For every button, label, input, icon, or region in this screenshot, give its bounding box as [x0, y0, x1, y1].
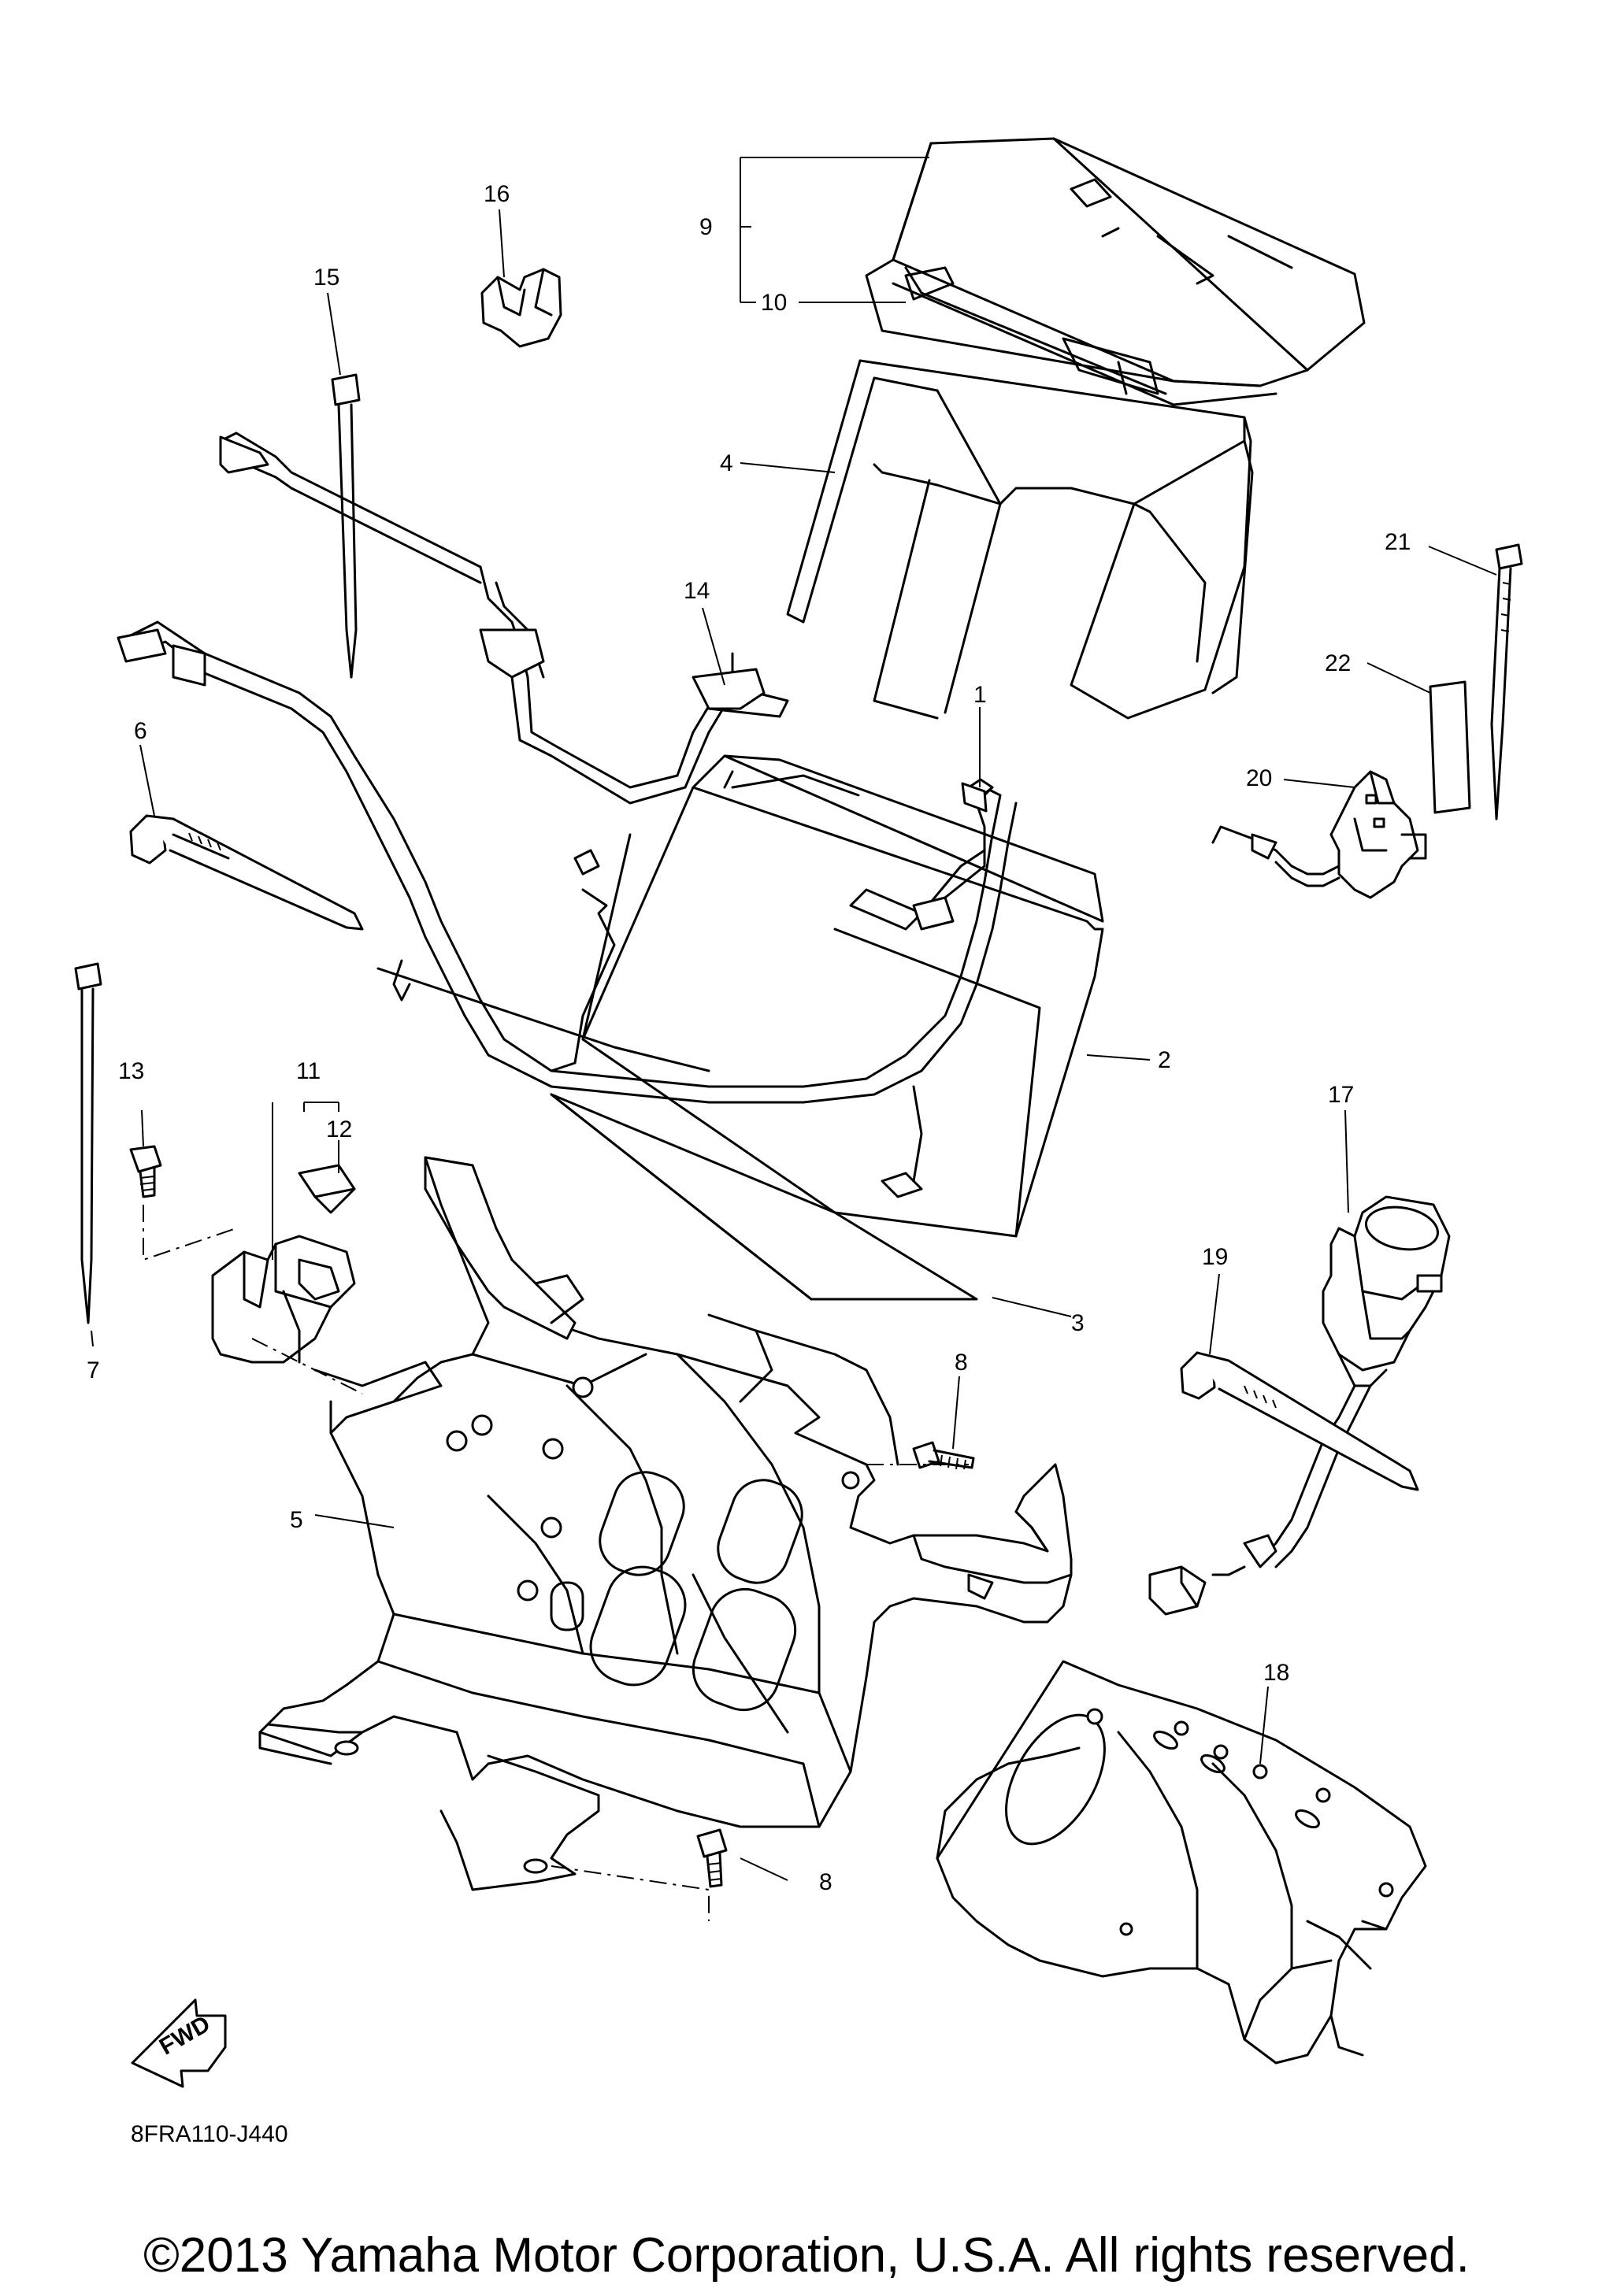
battery-cable-lower — [117, 620, 1018, 1104]
cable-tie-21 — [1490, 543, 1523, 820]
cable-tie-19 — [1180, 1351, 1419, 1491]
battery-box-arm — [424, 1156, 584, 1340]
callout-20: 20 — [1246, 765, 1272, 791]
bolt-13 — [129, 1145, 162, 1198]
clamp — [480, 268, 562, 348]
callout-9: 9 — [699, 214, 713, 240]
callout-17: 17 — [1328, 1082, 1354, 1108]
callout-2: 2 — [1158, 1047, 1171, 1073]
callout-5: 5 — [290, 1507, 303, 1533]
diagram-code: 8FRA110-J440 — [131, 2121, 288, 2147]
callout-numbers: 1 2 3 4 5 6 7 8 8 9 10 11 12 13 14 15 16… — [87, 181, 1411, 1895]
callout-16: 16 — [484, 181, 510, 207]
callout-22: 22 — [1325, 650, 1351, 676]
callout-8-upper: 8 — [955, 1350, 968, 1376]
callout-12: 12 — [326, 1117, 352, 1142]
bolt-8-lower — [696, 1828, 728, 1888]
battery-bolt — [961, 782, 988, 813]
protective-cover — [936, 1660, 1427, 2065]
callout-18: 18 — [1263, 1660, 1289, 1686]
cable-tie-6 — [129, 814, 364, 931]
cable-tie-7 — [74, 962, 102, 1324]
callout-21: 21 — [1385, 529, 1411, 555]
callout-3: 3 — [1071, 1310, 1085, 1336]
copyright-notice: ©2013 Yamaha Motor Corporation, U.S.A. A… — [143, 2228, 1470, 2283]
callout-8-lower: 8 — [819, 1869, 832, 1895]
callout-13: 13 — [118, 1058, 144, 1084]
callout-4: 4 — [720, 450, 733, 476]
battery-pad — [550, 1093, 978, 1301]
callout-6: 6 — [134, 718, 147, 744]
callout-1: 1 — [973, 682, 987, 708]
assembly-lines — [143, 1205, 969, 1921]
pad-22 — [1429, 680, 1471, 814]
battery-box-right-arm — [912, 1463, 1073, 1600]
callout-7: 7 — [87, 1357, 100, 1383]
callout-14: 14 — [684, 578, 710, 604]
dc-socket — [1148, 1195, 1451, 1616]
relay-assembly — [211, 1164, 356, 1364]
fwd-arrow-icon: FWD — [131, 1998, 227, 2088]
battery-cable-upper — [219, 431, 789, 805]
callout-11: 11 — [296, 1058, 321, 1084]
bolt-8-upper — [912, 1441, 975, 1470]
leader-lines — [91, 157, 1497, 1881]
battery-band — [786, 359, 1254, 720]
battery — [581, 754, 1104, 1238]
callout-15: 15 — [313, 265, 339, 291]
callout-19: 19 — [1202, 1244, 1228, 1270]
battery-cover — [865, 137, 1366, 406]
battery-box — [258, 1156, 1073, 1891]
callout-10: 10 — [761, 290, 787, 316]
cable-tie-15 — [331, 373, 361, 679]
bracket-20 — [1211, 770, 1427, 899]
